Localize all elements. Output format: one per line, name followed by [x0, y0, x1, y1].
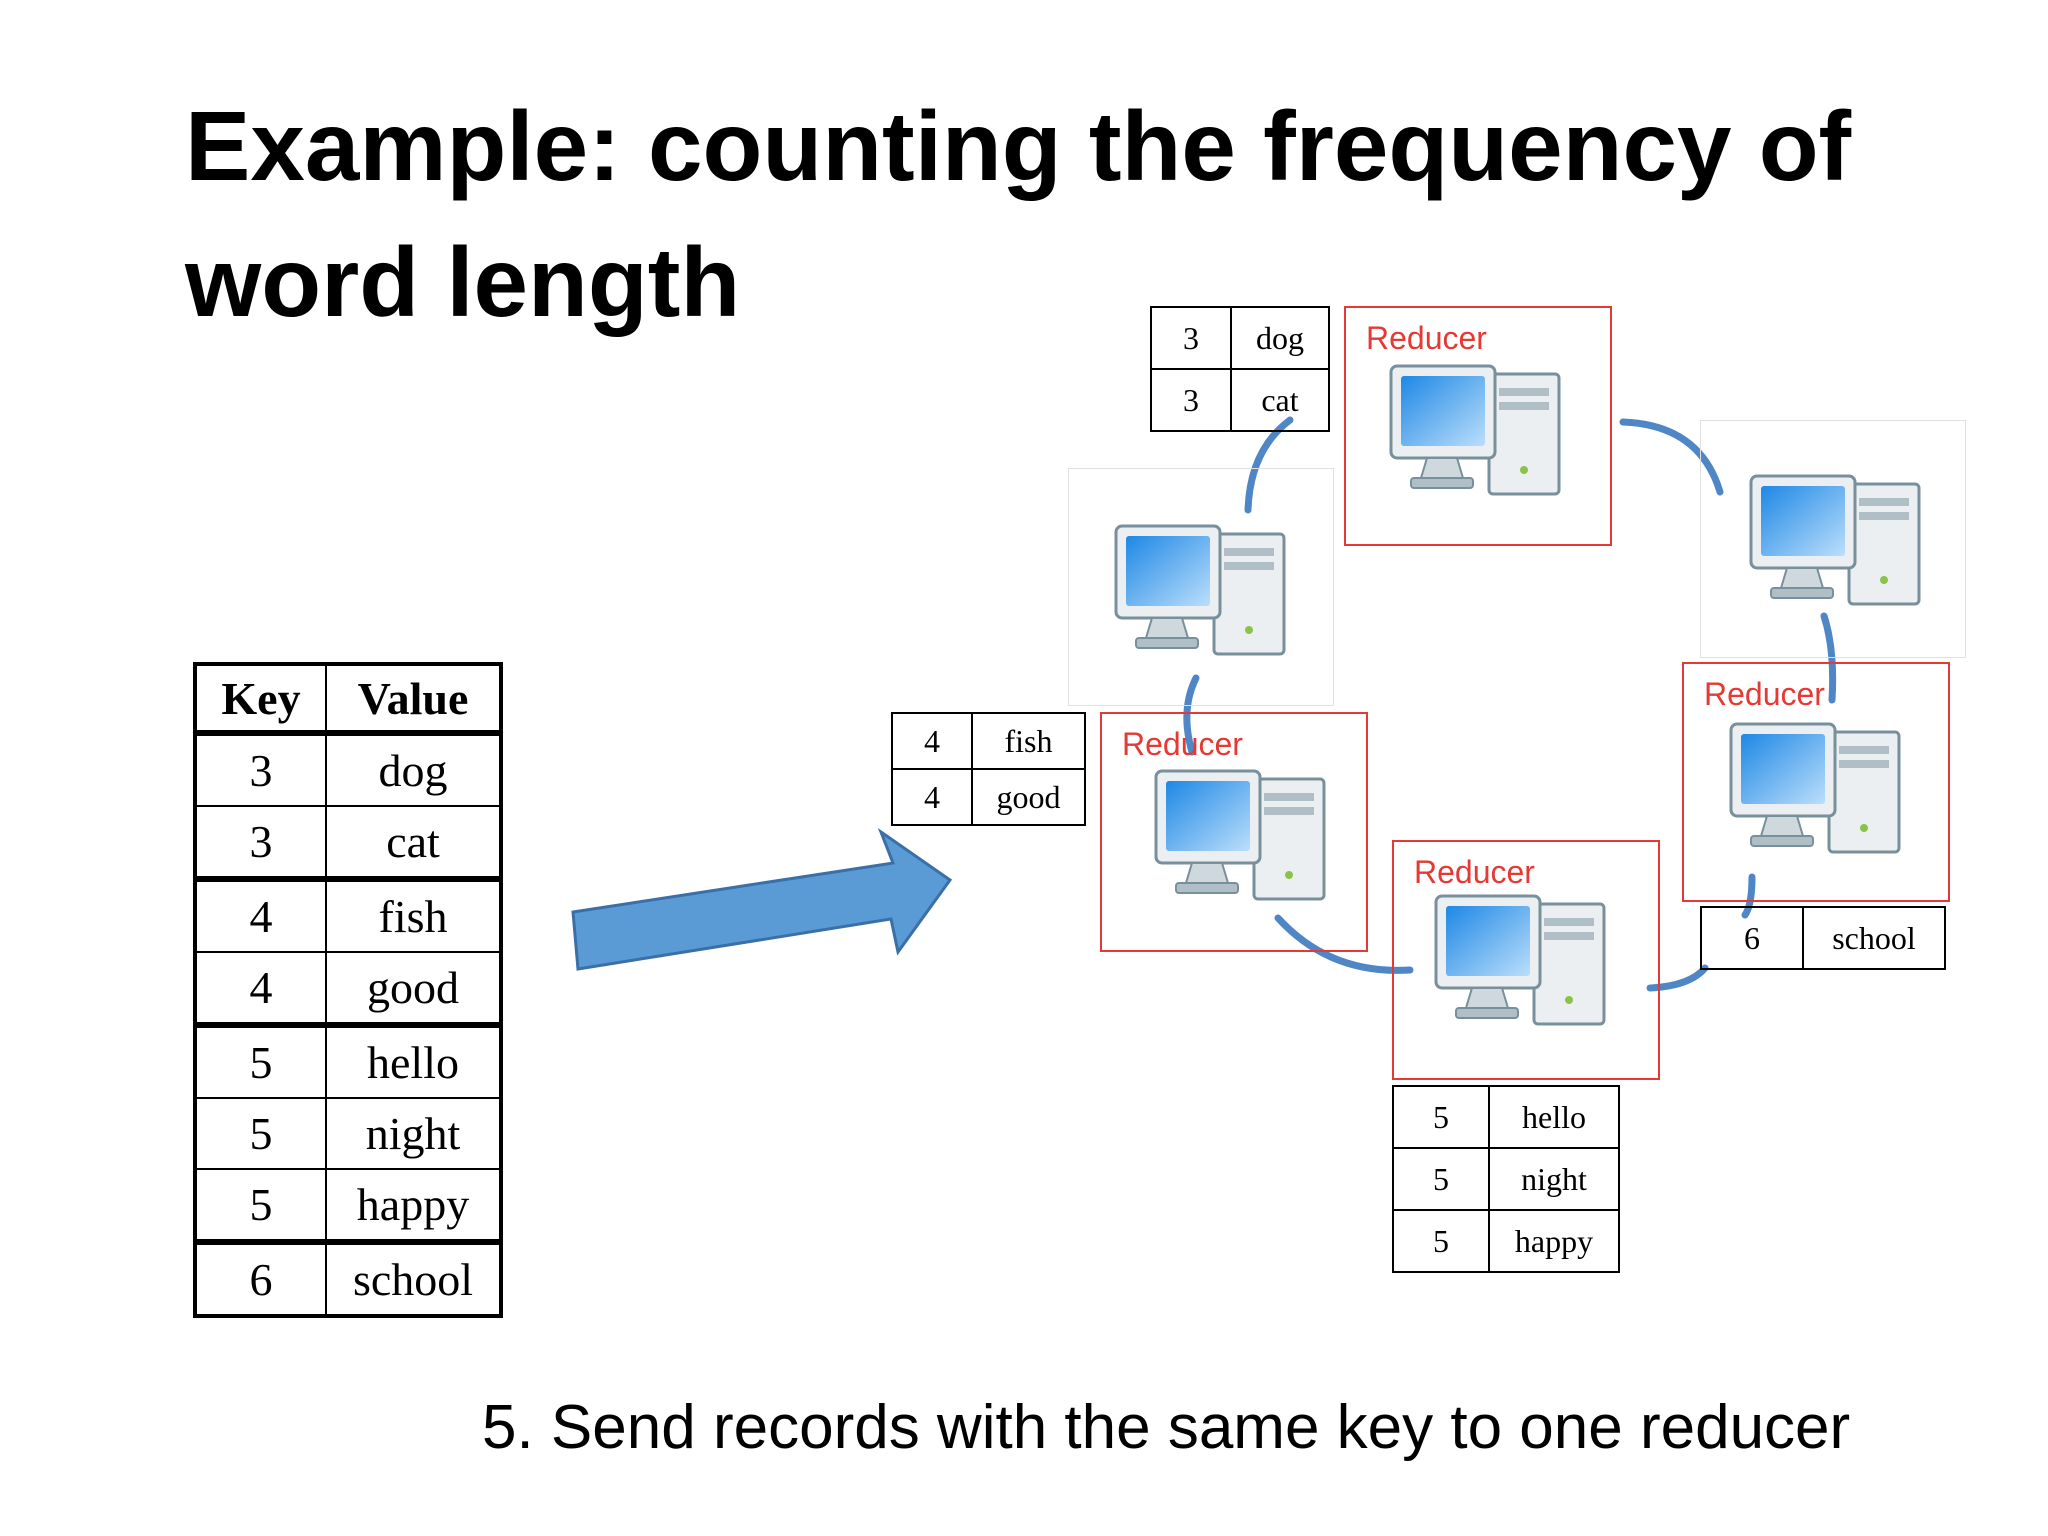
cell-key: 5 — [194, 1022, 327, 1099]
reducer-box: Reducer — [1682, 662, 1950, 902]
cell-key: 3 — [194, 730, 327, 807]
cell-key: 3 — [1150, 306, 1232, 370]
cell-key: 5 — [1392, 1085, 1490, 1149]
step-caption: 5. Send records with the same key to one… — [482, 1393, 1851, 1462]
cell-key: 4 — [194, 876, 327, 953]
cell-value: school — [1802, 906, 1946, 970]
cell-value: hello — [325, 1022, 502, 1099]
reducer-label: Reducer — [1122, 726, 1243, 762]
cell-key: 6 — [194, 1239, 327, 1317]
cell-value: fish — [971, 712, 1086, 770]
cell-value: good — [325, 951, 502, 1026]
machine-frame — [1700, 420, 1966, 658]
cell-value: cat — [325, 805, 502, 880]
cell-key: 6 — [1700, 906, 1804, 970]
ring-link — [1820, 612, 1837, 704]
cell-key: 4 — [891, 712, 973, 770]
cell-value: dog — [325, 730, 502, 807]
cell-value: happy — [1488, 1209, 1620, 1273]
cell-value: night — [325, 1097, 502, 1170]
cell-key: 5 — [1392, 1209, 1490, 1273]
reducer-label: Reducer — [1414, 854, 1535, 890]
cell-key: 3 — [1150, 368, 1232, 432]
send-arrow — [571, 827, 953, 971]
cell-value: happy — [325, 1168, 502, 1243]
slide-title: Example: counting the frequency of word … — [185, 91, 1852, 337]
value-header: Value — [325, 663, 502, 734]
cell-value: good — [971, 768, 1086, 826]
cell-value: dog — [1230, 306, 1330, 370]
cell-value: fish — [325, 876, 502, 953]
cell-key: 5 — [194, 1097, 327, 1170]
cell-value: school — [325, 1239, 502, 1317]
reducer-box: Reducer — [1392, 840, 1660, 1080]
reducer-label: Reducer — [1704, 676, 1825, 712]
cell-key: 5 — [194, 1168, 327, 1243]
reducer-label: Reducer — [1366, 320, 1487, 356]
reducer-box: Reducer — [1344, 306, 1612, 546]
key-header: Key — [194, 663, 327, 734]
cell-key: 5 — [1392, 1147, 1490, 1211]
machine-frame — [1068, 468, 1334, 706]
ring-link — [1274, 914, 1414, 974]
cell-value: night — [1488, 1147, 1620, 1211]
cell-key: 3 — [194, 805, 327, 880]
cell-value: hello — [1488, 1085, 1620, 1149]
reducer-box: Reducer — [1100, 712, 1368, 952]
cell-value: cat — [1230, 368, 1330, 432]
cell-key: 4 — [891, 768, 973, 826]
cell-key: 4 — [194, 951, 327, 1026]
ring-link — [1646, 964, 1709, 992]
ring-link — [1619, 418, 1724, 496]
